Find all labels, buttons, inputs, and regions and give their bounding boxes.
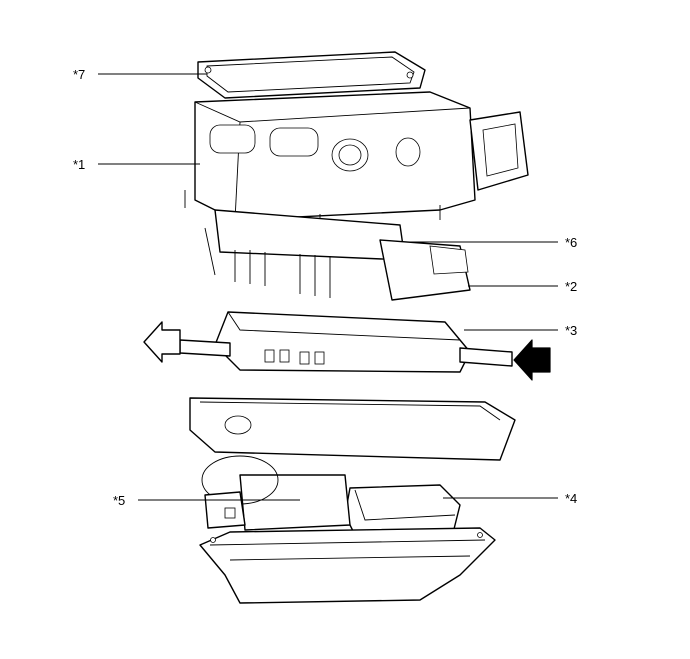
callout-label-1: *1 — [73, 157, 85, 172]
busbar-connector-part — [204, 209, 406, 298]
callout-label-2: *2 — [565, 279, 577, 294]
callout-leader-lines — [98, 73, 558, 501]
connector-block-part — [379, 239, 471, 301]
callout-label-3: *3 — [565, 323, 577, 338]
coolant-outlet-arrow — [143, 321, 181, 363]
top-gasket-part — [197, 51, 426, 99]
cooler-plate-part — [179, 311, 513, 373]
callout-label-6: *6 — [565, 235, 577, 250]
coolant-inlet-arrow — [513, 339, 551, 381]
callout-label-5: *5 — [113, 493, 125, 508]
reactor-part — [201, 455, 351, 531]
callout-labels: *7 *1 *6 *2 *3 *5 *4 — [73, 67, 577, 508]
lower-case-part — [199, 527, 496, 604]
callout-label-4: *4 — [565, 491, 577, 506]
callout-label-7: *7 — [73, 67, 85, 82]
middle-frame-part — [189, 397, 516, 461]
upper-cover-housing-part — [184, 91, 529, 228]
